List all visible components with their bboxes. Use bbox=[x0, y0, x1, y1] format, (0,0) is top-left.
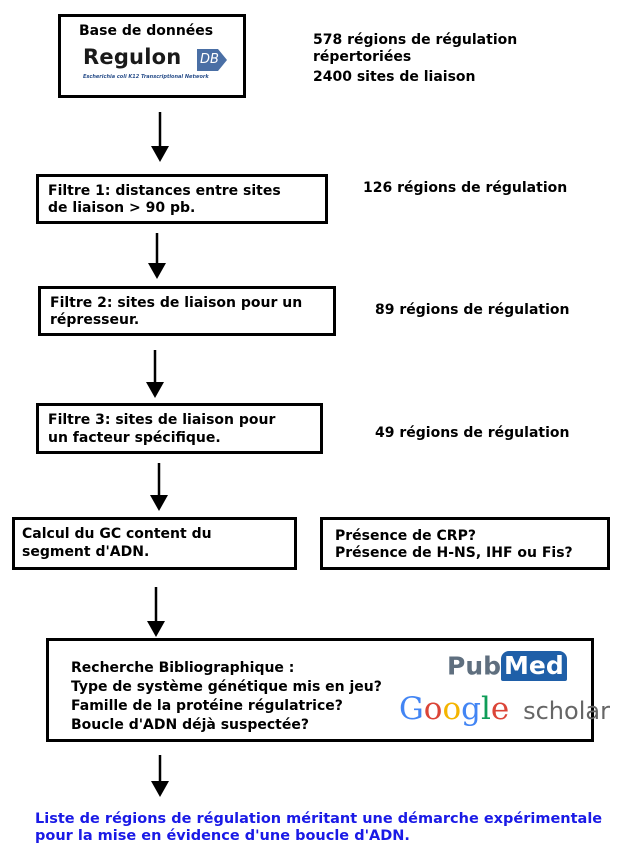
conclusion-text: Liste de régions de régulation méritant … bbox=[35, 811, 602, 845]
scholar-text: scholar bbox=[523, 697, 610, 725]
filter-1-box: Filtre 1: distances entre sites de liais… bbox=[36, 174, 328, 224]
pubmed-med-text: Med bbox=[504, 651, 564, 680]
gc-content-line-1: Calcul du GC content du bbox=[22, 526, 212, 542]
filter-2-result: 89 régions de régulation bbox=[375, 302, 570, 318]
arrow-down-6 bbox=[151, 755, 169, 797]
arrow-down-2 bbox=[148, 233, 166, 279]
gc-content-line-2: segment d'ADN. bbox=[22, 544, 150, 560]
conclusion-line-1: Liste de régions de régulation méritant … bbox=[35, 811, 603, 827]
regulondb-wordmark: Regulon bbox=[83, 45, 182, 69]
bibliography-line-1: Recherche Bibliographique : bbox=[71, 660, 295, 676]
bibliography-box: Recherche Bibliographique : Type de syst… bbox=[46, 638, 610, 742]
google-letter: o bbox=[423, 691, 443, 727]
filter-2-line-2: répresseur. bbox=[50, 312, 140, 328]
bibliography-line-3: Famille de la protéine régulatrice? bbox=[71, 698, 343, 714]
google-letter: g bbox=[461, 691, 481, 727]
regulondb-arrow-badge: DB bbox=[197, 49, 227, 71]
presence-box: Présence de CRP? Présence de H-NS, IHF o… bbox=[320, 517, 610, 570]
bibliography-line-2: Type de système génétique mis en jeu? bbox=[71, 679, 382, 695]
filter-3-line-2: un facteur spécifique. bbox=[48, 430, 221, 446]
presence-line-1: Présence de CRP? bbox=[335, 528, 476, 544]
conclusion-line-2: pour la mise en évidence d'une boucle d'… bbox=[35, 828, 410, 844]
filter-1-line-1: Filtre 1: distances entre sites bbox=[48, 183, 281, 199]
google-wordmark: Google bbox=[399, 691, 519, 727]
regulondb-logo: Regulon DB Escherichia coli K12 Transcri… bbox=[83, 45, 233, 87]
filter-3-line-1: Filtre 3: sites de liaison pour bbox=[48, 412, 276, 428]
filter-3-result: 49 régions de régulation bbox=[375, 425, 570, 441]
bibliography-line-4: Boucle d'ADN déjà suspectée? bbox=[71, 717, 309, 733]
google-scholar-logo: Google scholar bbox=[399, 691, 610, 727]
google-letter: l bbox=[480, 691, 491, 727]
pubmed-logo: Pub Med bbox=[447, 651, 567, 685]
presence-line-2: Présence de H-NS, IHF ou Fis? bbox=[335, 545, 573, 561]
google-letter: o bbox=[442, 691, 462, 727]
google-letter: e bbox=[490, 691, 510, 727]
google-letter: G bbox=[399, 691, 424, 727]
pubmed-pub-text: Pub bbox=[447, 651, 502, 681]
filter-3-box: Filtre 3: sites de liaison pour un facte… bbox=[36, 403, 323, 454]
arrow-down-4 bbox=[150, 463, 168, 511]
filter-2-line-1: Filtre 2: sites de liaison pour un bbox=[50, 295, 303, 311]
arrow-down-1 bbox=[151, 112, 169, 162]
regulondb-subtitle: Escherichia coli K12 Transcriptional Net… bbox=[83, 74, 209, 80]
filter-1-result: 126 régions de régulation bbox=[363, 180, 568, 196]
google-letters: Google bbox=[399, 691, 509, 727]
filter-1-line-2: de liaison > 90 pb. bbox=[48, 200, 196, 216]
database-box: Base de données Regulon DB Escherichia c… bbox=[58, 14, 246, 98]
pubmed-med-badge: Med bbox=[501, 651, 567, 681]
database-stat-3: 2400 sites de liaison bbox=[313, 69, 476, 85]
gc-content-box: Calcul du GC content du segment d'ADN. bbox=[12, 517, 297, 570]
database-stat-1: 578 régions de régulation bbox=[313, 32, 518, 48]
database-stat-2: répertoriées bbox=[313, 49, 412, 65]
arrow-down-5 bbox=[147, 587, 165, 637]
database-title: Base de données bbox=[79, 23, 214, 39]
filter-2-box: Filtre 2: sites de liaison pour un répre… bbox=[38, 286, 336, 336]
arrow-down-3 bbox=[146, 350, 164, 398]
